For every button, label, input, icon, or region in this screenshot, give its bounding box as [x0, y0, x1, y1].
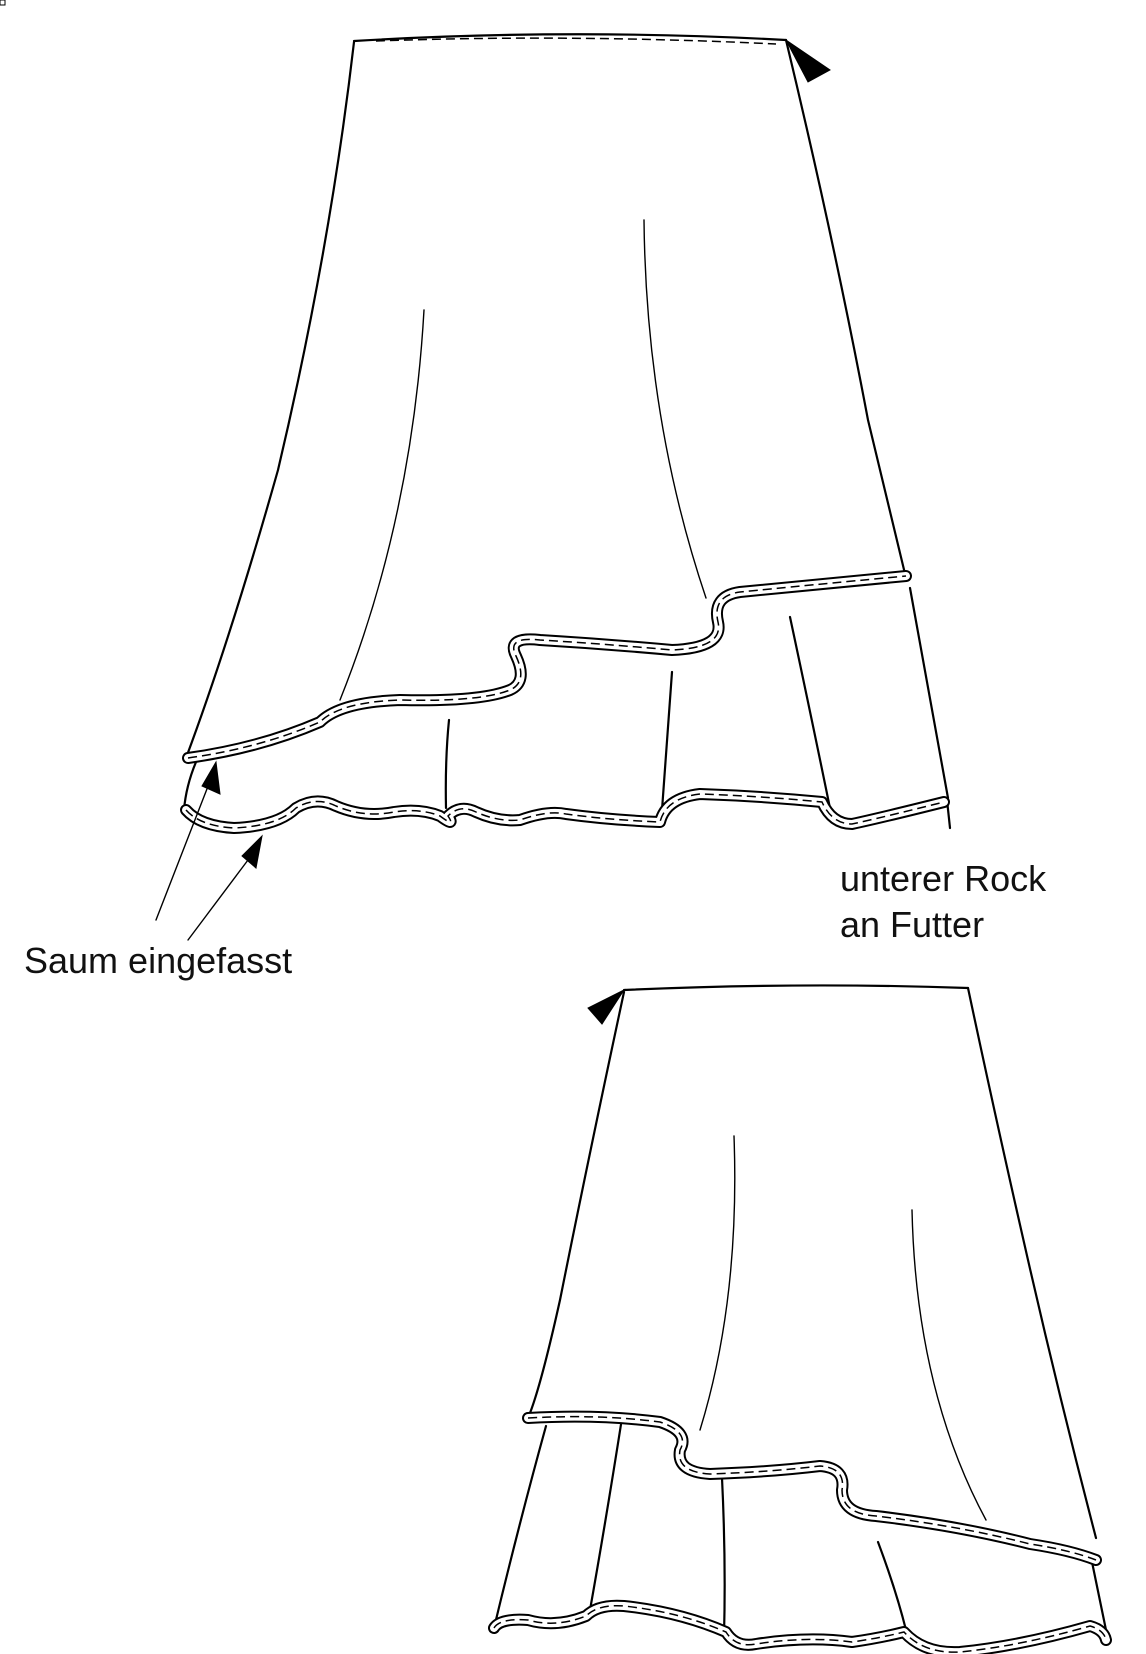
- top-upper-tier: [182, 33, 912, 764]
- top-waist-marker: [785, 39, 831, 83]
- hem-arrow-head-2: [241, 834, 263, 869]
- lower-skirt-label-line1: unterer Rock: [840, 858, 1047, 899]
- hem-arrow-head-1: [201, 760, 221, 795]
- lower-skirt-label: unterer Rock an Futter: [840, 856, 1046, 948]
- lower-skirt-label-line2: an Futter: [840, 904, 985, 945]
- hem-pointer-arrows: [155, 760, 263, 941]
- bottom-waist-marker: [587, 988, 626, 1025]
- bottom-upper-tier: [522, 984, 1102, 1566]
- corner-mark: [0, 0, 6, 6]
- top-skirt-illustration: [180, 33, 952, 834]
- top-lower-tier: [180, 586, 952, 834]
- bottom-lower-tier: [488, 1416, 1112, 1654]
- hem-label: Saum eingefasst: [24, 940, 293, 981]
- bottom-skirt-illustration: [488, 984, 1112, 1654]
